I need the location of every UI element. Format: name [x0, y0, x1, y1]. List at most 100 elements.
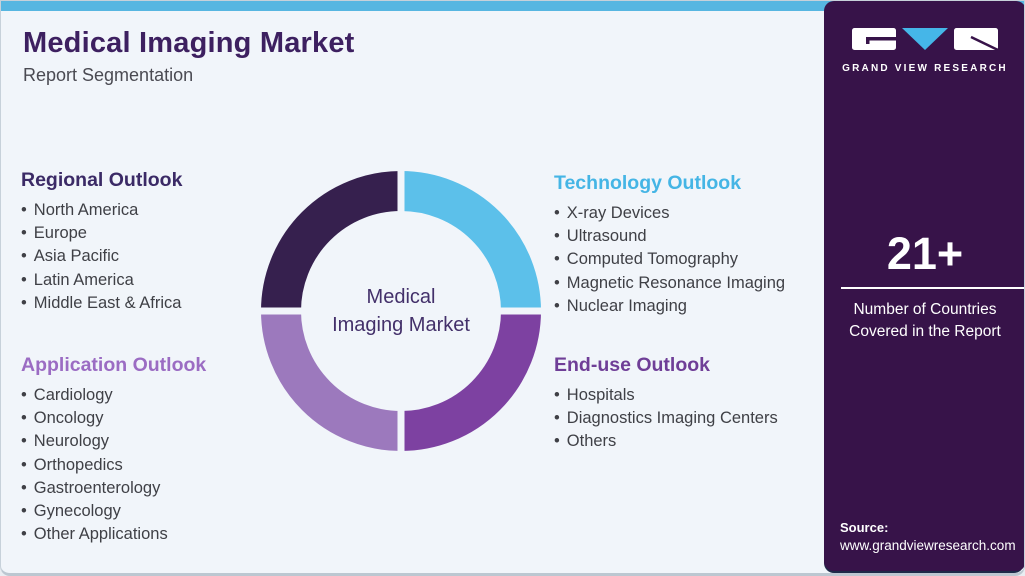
- logo-r-leg: [970, 35, 999, 52]
- section-enduse-outlook: End-use Outlook • Hospitals • Diagnostics I…: [554, 354, 829, 454]
- bullet-icon: •: [554, 250, 560, 269]
- list-item: • Neurology: [21, 430, 281, 453]
- technology-outlook-title: Technology Outlook: [554, 172, 742, 194]
- list-item: •Asia Pacific: [21, 245, 271, 268]
- bullet-icon: •: [21, 201, 27, 219]
- list-item-label: Cardiology: [33, 386, 113, 404]
- logo-g-notch: [866, 37, 896, 41]
- sidebar: GRAND VIEW RESEARCH 21+ Number of Countr…: [824, 1, 1024, 571]
- list-item: • Latin America: [21, 269, 271, 292]
- countries-stat: 21+ Number of Countries Covered in the R…: [824, 228, 1024, 342]
- gvr-logo: GRAND VIEW RESEARCH: [824, 27, 1024, 74]
- list-item-label: Nuclear Imaging: [566, 296, 687, 315]
- bullet-icon: •: [554, 296, 560, 315]
- application-outlook-title: Application Outlook: [21, 354, 207, 376]
- top-accent-bar: [1, 1, 1024, 11]
- list-item: • Other Applications: [21, 523, 281, 546]
- donut-center-line1: Medical: [366, 286, 436, 308]
- donut-center-label: Medical Imaging Market: [311, 221, 491, 401]
- bullet-icon: •: [21, 525, 27, 544]
- list-item: • Cardiology: [21, 384, 281, 407]
- list-item-label: Asia Pacific: [33, 247, 120, 266]
- application-outlook-list: • Cardiology • Oncology • Neurology • Orthopedi…: [21, 384, 281, 546]
- source-url: www.grandviewresearch.com: [840, 538, 1016, 553]
- list-item: • Gastroenterology: [21, 477, 281, 500]
- bullet-icon: •: [554, 409, 560, 428]
- source-block: Source: www.grandviewresearch.com: [840, 520, 1016, 553]
- bullet-icon: •: [21, 224, 27, 243]
- bullet-icon: •: [21, 386, 27, 404]
- list-item-label: Orthopedics: [33, 455, 123, 474]
- list-item: • Others: [554, 430, 829, 453]
- list-item: • Nuclear Imaging: [554, 295, 829, 318]
- bullet-icon: •: [21, 432, 27, 451]
- list-item-label: Other Applications: [33, 525, 168, 544]
- list-item: • North America: [21, 199, 271, 222]
- regional-outlook-list: •North America•Europe•Asia Pacific•Latin…: [21, 199, 271, 315]
- list-item-label: Diagnostics Imaging Centers: [566, 409, 778, 428]
- list-item: • Middle East & Africa: [21, 292, 271, 315]
- list-item: • Magnetic Resonance Imaging: [554, 272, 829, 295]
- bullet-icon: •: [554, 204, 560, 222]
- donut-segment-bottom-left: [261, 310, 402, 451]
- bullet-icon: •: [21, 270, 27, 289]
- bullet-icon: •: [21, 409, 27, 428]
- report-header: Medical Imaging Market Report Segmentati…: [23, 27, 355, 86]
- bullet-icon: •: [554, 227, 560, 246]
- stat-value: 21+: [886, 228, 964, 279]
- page-subtitle: Report Segmentation: [23, 65, 194, 85]
- source-label: Source:: [840, 520, 889, 535]
- bullet-icon: •: [21, 478, 27, 497]
- list-item: • Computed Tomography: [554, 248, 829, 271]
- bullet-icon: •: [21, 502, 27, 521]
- list-item: • Hospitals: [554, 384, 829, 407]
- list-item-label: Neurology: [33, 432, 109, 451]
- donut-chart-svg: [261, 171, 541, 451]
- technology-outlook-list: • X-ray Devices • Ultrasound • Computed Tomog…: [554, 202, 829, 318]
- donut-chart: Medical Imaging Market: [261, 171, 541, 451]
- list-item-label: Middle East & Africa: [33, 293, 182, 312]
- brand-name: GRAND VIEW RESEARCH: [842, 63, 1008, 74]
- list-item-label: Oncology: [33, 409, 104, 428]
- enduse-outlook-title: End-use Outlook: [554, 354, 710, 376]
- list-item-label: Computed Tomography: [566, 250, 738, 269]
- list-item: • Diagnostics Imaging Centers: [554, 407, 829, 430]
- list-item-label: Latin America: [33, 270, 134, 289]
- list-item: • Gynecology: [21, 500, 281, 523]
- donut-segment-bottom-right: [400, 310, 541, 451]
- list-item-label: Ultrasound: [566, 227, 647, 246]
- donut-segment-top-left: [261, 171, 402, 312]
- section-technology-outlook: Technology Outlook • X-ray Devices • Ultras…: [554, 172, 829, 318]
- enduse-outlook-list: • Hospitals • Diagnostics Imaging Centers • O…: [554, 384, 829, 454]
- list-item: • Orthopedics: [21, 454, 281, 477]
- list-item-label: Gynecology: [33, 502, 121, 521]
- list-item: • Oncology: [21, 407, 281, 430]
- logo-v-icon: [902, 28, 948, 50]
- list-item-label: Magnetic Resonance Imaging: [566, 273, 786, 292]
- list-item: • X-ray Devices: [554, 202, 829, 225]
- list-item-label: Hospitals: [566, 386, 635, 404]
- gvr-logo-icon: [852, 28, 999, 52]
- stat-divider: [841, 287, 1024, 289]
- page-title: Medical Imaging Market: [23, 27, 355, 59]
- bullet-icon: •: [554, 432, 560, 451]
- list-item-label: Others: [566, 432, 617, 451]
- list-item-label: Gastroenterology: [33, 478, 161, 497]
- list-item-label: Europe: [33, 224, 87, 243]
- donut-segment-top-right: [400, 171, 541, 312]
- bullet-icon: •: [554, 273, 560, 292]
- list-item-label: North America: [33, 201, 139, 219]
- donut-gap-horizontal: [261, 307, 541, 315]
- bullet-icon: •: [554, 386, 560, 404]
- section-application-outlook: Application Outlook • Cardiology • Oncology…: [21, 354, 281, 546]
- list-item: • Europe: [21, 222, 271, 245]
- donut-center-line2: Imaging Market: [332, 314, 470, 336]
- logo-g-tick: [866, 37, 870, 44]
- list-item-label: X-ray Devices: [566, 204, 670, 222]
- bullet-icon: •: [21, 455, 27, 474]
- regional-outlook-title: Regional Outlook: [21, 169, 183, 191]
- bullet-icon: •: [21, 293, 27, 312]
- section-regional-outlook: Regional Outlook •North America•Europe•A…: [21, 169, 271, 315]
- list-item: • Ultrasound: [554, 225, 829, 248]
